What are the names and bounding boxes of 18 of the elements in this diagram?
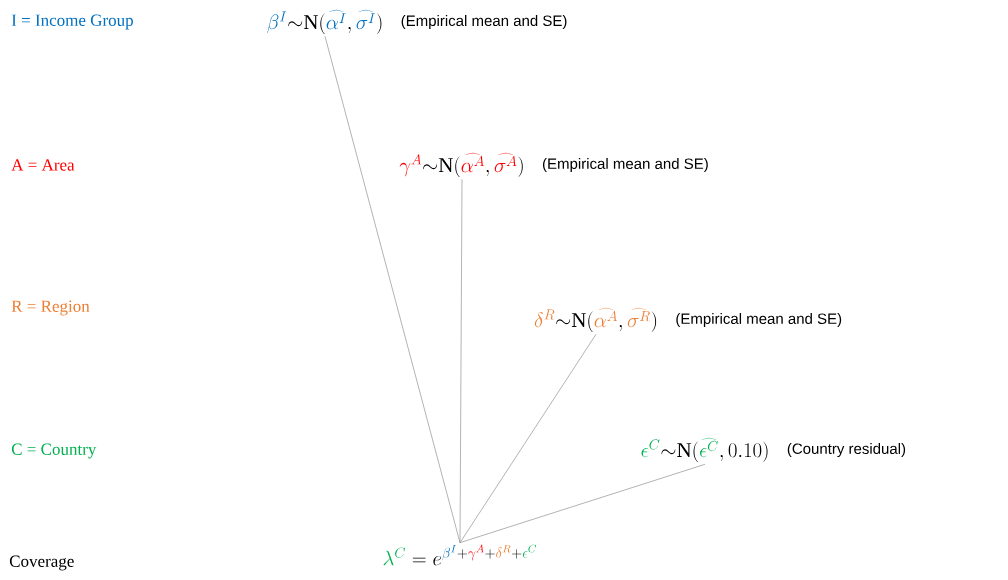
note: (Country residual) — [787, 443, 906, 457]
note: (Empirical mean and SE) — [676, 313, 842, 327]
level-label: C = Country — [11, 443, 97, 459]
formula: $\textcolor[HTML]{00B050}{\epsilon^{C}}{\sim}\mathrm{N}(\textcolor[HTML]{00B050}{\widehat{\epsilon^{C}}},0.10)$ — [641, 437, 768, 463]
note: (Empirical mean and SE) — [543, 158, 708, 172]
formula: $\textcolor[HTML]{ED7D31}{\delta^{R}}{\sim}\mathrm{N}(\textcolor[HTML]{ED7D31}{\widehat{\alpha^{A}}},\textcolor[HTML]{ED7D31}{\widehat{\sigma^{R}}})$ — [534, 307, 657, 333]
formula: $\textcolor[HTML]{FF0000}{\gamma^{A}}{\sim}\mathrm{N}(\textcolor[HTML]{FF0000}{\widehat{\alpha^{A}}},\textcolor[HTML]{FF0000}{\widehat{\sigma^{A}}})$ — [399, 152, 523, 178]
note: (Empirical mean and SE) — [401, 15, 567, 29]
connector-line — [324, 36, 461, 543]
formula: $\textcolor[HTML]{0070C0}{\beta^{I}}{\sim}\mathrm{N}(\textcolor[HTML]{0070C0}{\widehat{\alpha^{I}}},\textcolor[HTML]{0070C0}{\widehat{\sigma^{I}}})$ — [267, 9, 382, 35]
level-label: Coverage — [9, 555, 74, 571]
formula: $\textcolor[HTML]{00B050}{\lambda^{C}}=e^{\textcolor[HTML]{0070C0}{\beta^{I}}+\textcolor[HTML]{FF0000}{\gamma^{A}}+\textcolor[HTML]{ED7D31}{\delta^{R}}+\textcolor[HTML]{00B050}{\epsilon^{C}}}$ — [383, 544, 537, 566]
level-label: R = Region — [11, 300, 90, 316]
level-label: A = Area — [11, 159, 75, 171]
level-label: I = Income Group — [11, 14, 133, 30]
connector-line — [459, 464, 706, 543]
connector-line — [459, 334, 597, 543]
connector-line — [459, 179, 463, 543]
